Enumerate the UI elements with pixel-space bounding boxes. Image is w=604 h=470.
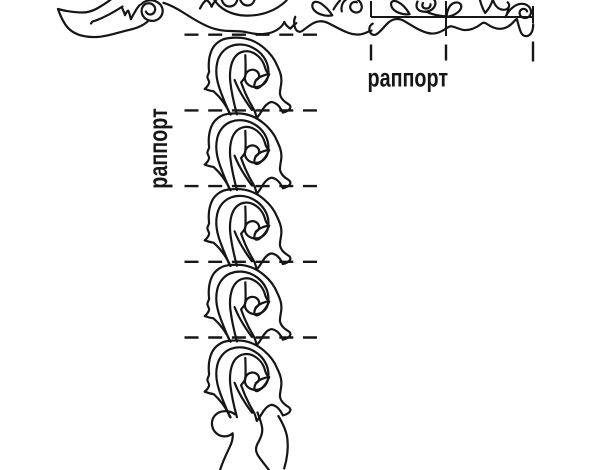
svg-text:раппорт: раппорт [368, 63, 449, 93]
svg-text:раппорт: раппорт [143, 108, 173, 189]
